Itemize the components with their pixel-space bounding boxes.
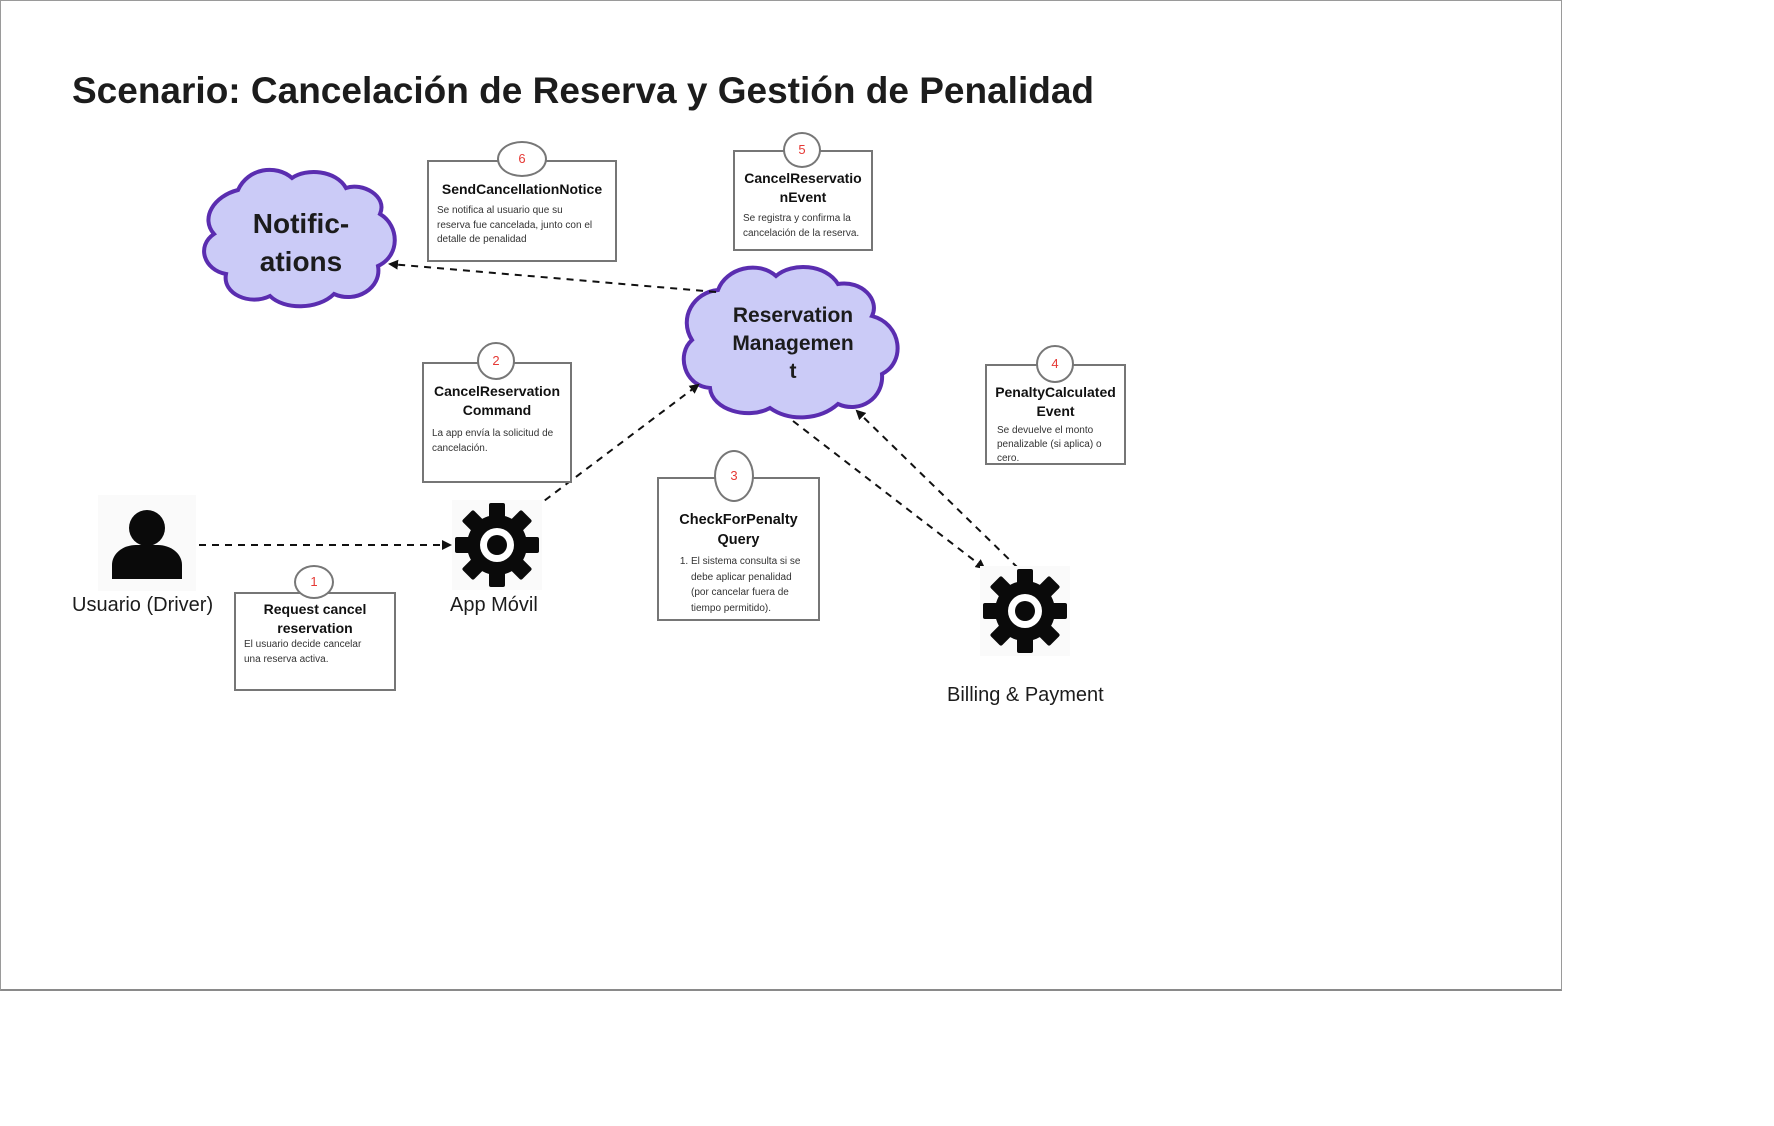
app-actor[interactable] [452,500,542,590]
user-label: Usuario (Driver) [72,594,214,616]
step-title: CancelReservation Command [433,383,561,418]
step-title: PenaltyCalculated Event [995,384,1116,419]
notifications-label: Notific- ations [252,208,350,277]
user-actor[interactable] [98,495,196,591]
step-description: Se registra y confirma la cancelación de… [743,213,860,239]
diagram-canvas [199,168,1019,570]
step-card-2[interactable]: CancelReservation Command La app envía l… [422,362,572,483]
billing-label: Billing & Payment [947,684,1104,706]
arrow-reservation-to-notifications [388,259,717,293]
step-description: Se devuelve el monto penalizable (si apl… [997,425,1102,464]
billing-actor[interactable] [980,566,1070,656]
arrow-reservation-to-billing [792,420,986,570]
diagram-title: Scenario: Cancelación de Reserva y Gesti… [72,70,1094,111]
arrow-billing-to-reservation [855,409,1019,569]
app-label: App Móvil [450,594,538,616]
step-description: El usuario decide cancelar una reserva a… [244,639,362,665]
step-title: CheckForPenalty Query [679,512,798,548]
reservation-management-label: Reservation Managemen t [732,304,854,383]
step-card-6[interactable]: SendCancellationNotice Se notifica al us… [427,160,617,262]
canvas-frame [0,0,1562,991]
step-number-badge-5: 5 [783,132,821,168]
step-number-badge-4: 4 [1036,345,1074,383]
step-number-badge-2: 2 [477,342,515,380]
step-description: Se notifica al usuario que su reserva fu… [437,205,593,245]
gear-icon [455,503,539,587]
step-card-1[interactable]: Request cancel reservation El usuario de… [234,592,396,691]
step-number-badge-1: 1 [294,565,334,599]
gear-icon [983,569,1067,653]
notifications-cloud[interactable] [202,168,397,309]
step-description: La app envía la solicitud de cancelación… [432,428,554,454]
reservation-management-cloud[interactable] [681,264,900,420]
step-title: SendCancellationNotice [441,181,603,197]
step-description: El sistema consulta si se debe aplicar p… [691,554,810,616]
step-description-list: El sistema consulta si se debe aplicar p… [667,554,810,616]
step-title: Request cancel reservation [263,601,367,636]
step-title: CancelReservatio nEvent [744,170,862,205]
step-number-badge-6: 6 [497,141,547,177]
step-number-badge-3: 3 [714,450,754,502]
person-icon [112,510,182,579]
arrow-app-to-reservation [523,383,700,517]
